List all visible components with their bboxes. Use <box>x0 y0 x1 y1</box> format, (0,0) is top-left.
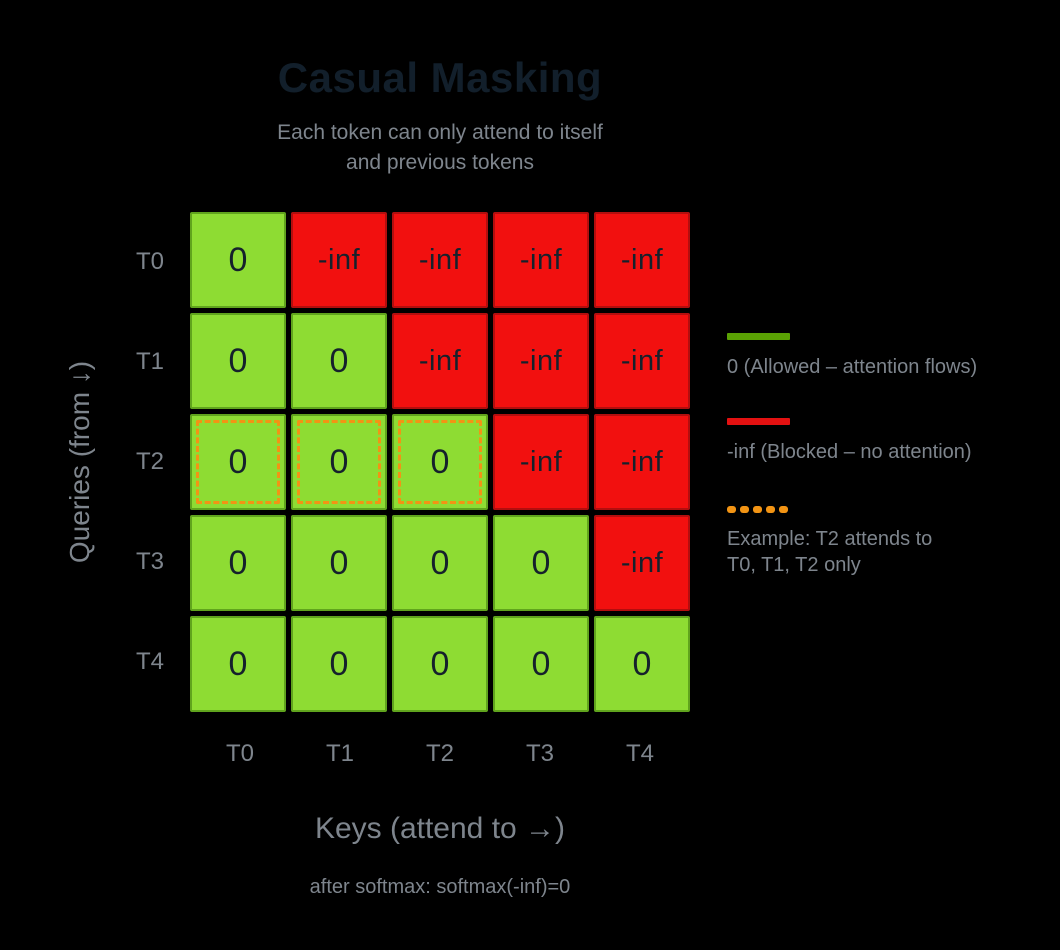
matrix-cell-value: 0 <box>228 341 248 380</box>
legend-blocked-swatch-red-line <box>727 418 790 425</box>
matrix-cell-r3c1: 0 <box>291 515 387 611</box>
matrix-cell-r0c1: -inf <box>291 212 387 308</box>
diagram-title: Casual Masking <box>277 54 603 101</box>
matrix-cell-value: 0 <box>531 644 551 683</box>
matrix-cell-value: 0 <box>430 644 450 683</box>
matrix-cell-value: 0 <box>228 240 248 279</box>
matrix-cell-r2c1: 0 <box>291 414 387 510</box>
matrix-cell-r2c0: 0 <box>190 414 286 510</box>
legend-example-line-2: T0, T1, T2 only <box>727 554 861 576</box>
row-label-T1: T1 <box>135 348 164 375</box>
attention-mask-matrix: 0 -inf -inf -inf -inf 0 0 -inf -inf -inf 0 0 0 -inf -i… <box>190 212 690 712</box>
matrix-cell-value: -inf <box>519 445 563 478</box>
matrix-cell-value: -inf <box>620 546 664 579</box>
col-label-T2: T2 <box>425 740 454 767</box>
matrix-cell-r4c3: 0 <box>493 616 589 712</box>
matrix-cell-r4c0: 0 <box>190 616 286 712</box>
matrix-cell-r1c1: 0 <box>291 313 387 409</box>
matrix-cell-value: 0 <box>228 644 248 683</box>
matrix-cell-r2c4: -inf <box>594 414 690 510</box>
row-label-T4: T4 <box>135 648 164 675</box>
diagram-subtitle: Each token can only attend to itself and… <box>0 118 880 178</box>
matrix-cell-value: 0 <box>329 543 349 582</box>
subtitle-line-2: and previous tokens <box>346 151 534 174</box>
col-labels: T0 T1 T2 T3 T4 <box>190 740 690 768</box>
matrix-cell-r4c2: 0 <box>392 616 488 712</box>
legend-allowed-label: 0 (Allowed – attention flows) <box>727 356 978 378</box>
matrix-cell-value: -inf <box>418 344 462 377</box>
matrix-cell-value: -inf <box>519 243 563 276</box>
matrix-cell-r2c3: -inf <box>493 414 589 510</box>
matrix-cell-value: 0 <box>632 644 652 683</box>
col-label-T0: T0 <box>225 740 254 767</box>
matrix-cell-r1c4: -inf <box>594 313 690 409</box>
matrix-cell-r3c3: 0 <box>493 515 589 611</box>
legend-example-line-1: Example: T2 attends to <box>727 528 933 550</box>
legend-allowed-swatch-green-line <box>727 333 790 340</box>
legend-example-label: Example: T2 attends to T0, T1, T2 only <box>727 526 1057 578</box>
matrix-cell-value: -inf <box>620 445 664 478</box>
matrix-cell-value: 0 <box>430 442 450 481</box>
matrix-cell-r1c3: -inf <box>493 313 589 409</box>
matrix-cell-value: 0 <box>430 543 450 582</box>
subtitle-line-1: Each token can only attend to itself <box>277 121 603 144</box>
matrix-cell-r0c3: -inf <box>493 212 589 308</box>
row-label-T3: T3 <box>135 548 164 575</box>
col-label-T4: T4 <box>625 740 654 767</box>
matrix-cell-r4c1: 0 <box>291 616 387 712</box>
matrix-cell-r3c2: 0 <box>392 515 488 611</box>
matrix-cell-r1c2: -inf <box>392 313 488 409</box>
matrix-cell-value: -inf <box>317 243 361 276</box>
matrix-cell-r0c2: -inf <box>392 212 488 308</box>
row-label-T2: T2 <box>135 448 164 475</box>
row-label-T0: T0 <box>135 248 164 275</box>
matrix-cell-r0c4: -inf <box>594 212 690 308</box>
matrix-cell-r3c0: 0 <box>190 515 286 611</box>
col-label-T3: T3 <box>525 740 554 767</box>
legend: 0 (Allowed – attention flows) -inf (Bloc… <box>727 333 1057 593</box>
x-axis-label: Keys (attend to →) <box>314 812 566 845</box>
matrix-cell-value: -inf <box>519 344 563 377</box>
matrix-cell-value: 0 <box>228 442 248 481</box>
matrix-cell-r4c4: 0 <box>594 616 690 712</box>
matrix-cell-value: 0 <box>531 543 551 582</box>
matrix-cell-value: 0 <box>329 442 349 481</box>
matrix-cell-value: -inf <box>418 243 462 276</box>
matrix-cell-value: -inf <box>620 344 664 377</box>
matrix-cell-r2c2: 0 <box>392 414 488 510</box>
y-axis-label: Queries (from ↓) <box>64 360 95 564</box>
softmax-footnote: after softmax: softmax(-inf)=0 <box>309 876 571 898</box>
matrix-cell-value: 0 <box>329 644 349 683</box>
matrix-cell-r0c0: 0 <box>190 212 286 308</box>
col-label-T1: T1 <box>325 740 354 767</box>
matrix-cell-r3c4: -inf <box>594 515 690 611</box>
matrix-cell-r1c0: 0 <box>190 313 286 409</box>
matrix-cell-value: 0 <box>228 543 248 582</box>
matrix-cell-value: 0 <box>329 341 349 380</box>
matrix-cell-value: -inf <box>620 243 664 276</box>
legend-example-swatch-orange-dotted-line <box>727 506 797 513</box>
legend-blocked-label: -inf (Blocked – no attention) <box>727 441 972 463</box>
